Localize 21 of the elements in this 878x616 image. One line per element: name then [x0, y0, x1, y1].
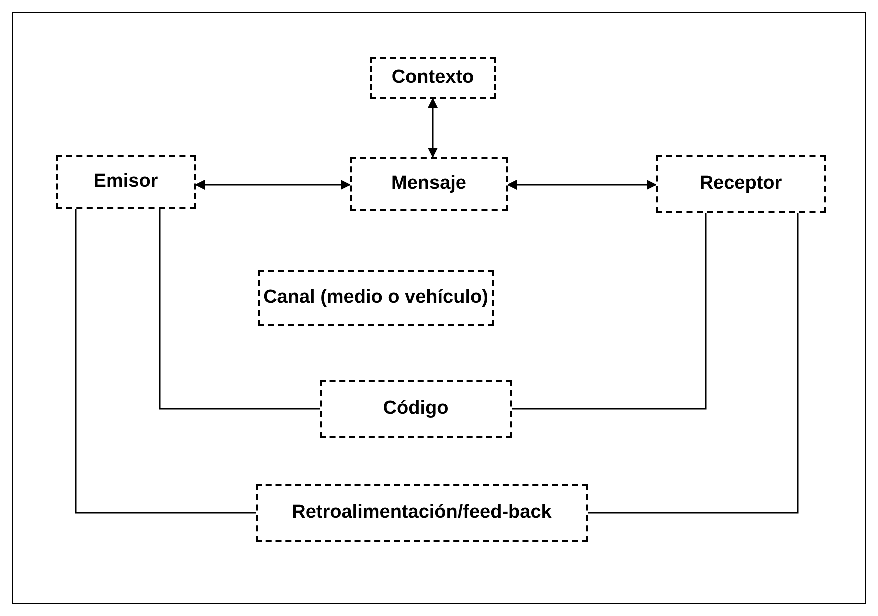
dashed-box [56, 155, 196, 209]
node-label: Canal (medio o vehículo) [264, 286, 488, 310]
node-label: Mensaje [392, 172, 466, 196]
connector-line [588, 213, 799, 514]
node-label: Código [383, 396, 449, 421]
node-label: Contexto [392, 66, 474, 90]
dashed-box [258, 270, 494, 326]
connector-line [512, 213, 707, 410]
dashed-box [320, 380, 512, 438]
dashed-box [256, 484, 588, 542]
dashed-box [370, 57, 496, 99]
dashed-box [656, 155, 826, 213]
arrow [195, 180, 351, 190]
node-label: Emisor [94, 170, 158, 194]
arrow [428, 98, 438, 158]
arrow [507, 180, 657, 190]
node-label: Receptor [700, 172, 782, 196]
connector-line [159, 209, 320, 410]
dashed-box [350, 157, 508, 211]
node-label: Retroalimentación/feed-back [292, 500, 552, 525]
connector-line [75, 209, 256, 514]
